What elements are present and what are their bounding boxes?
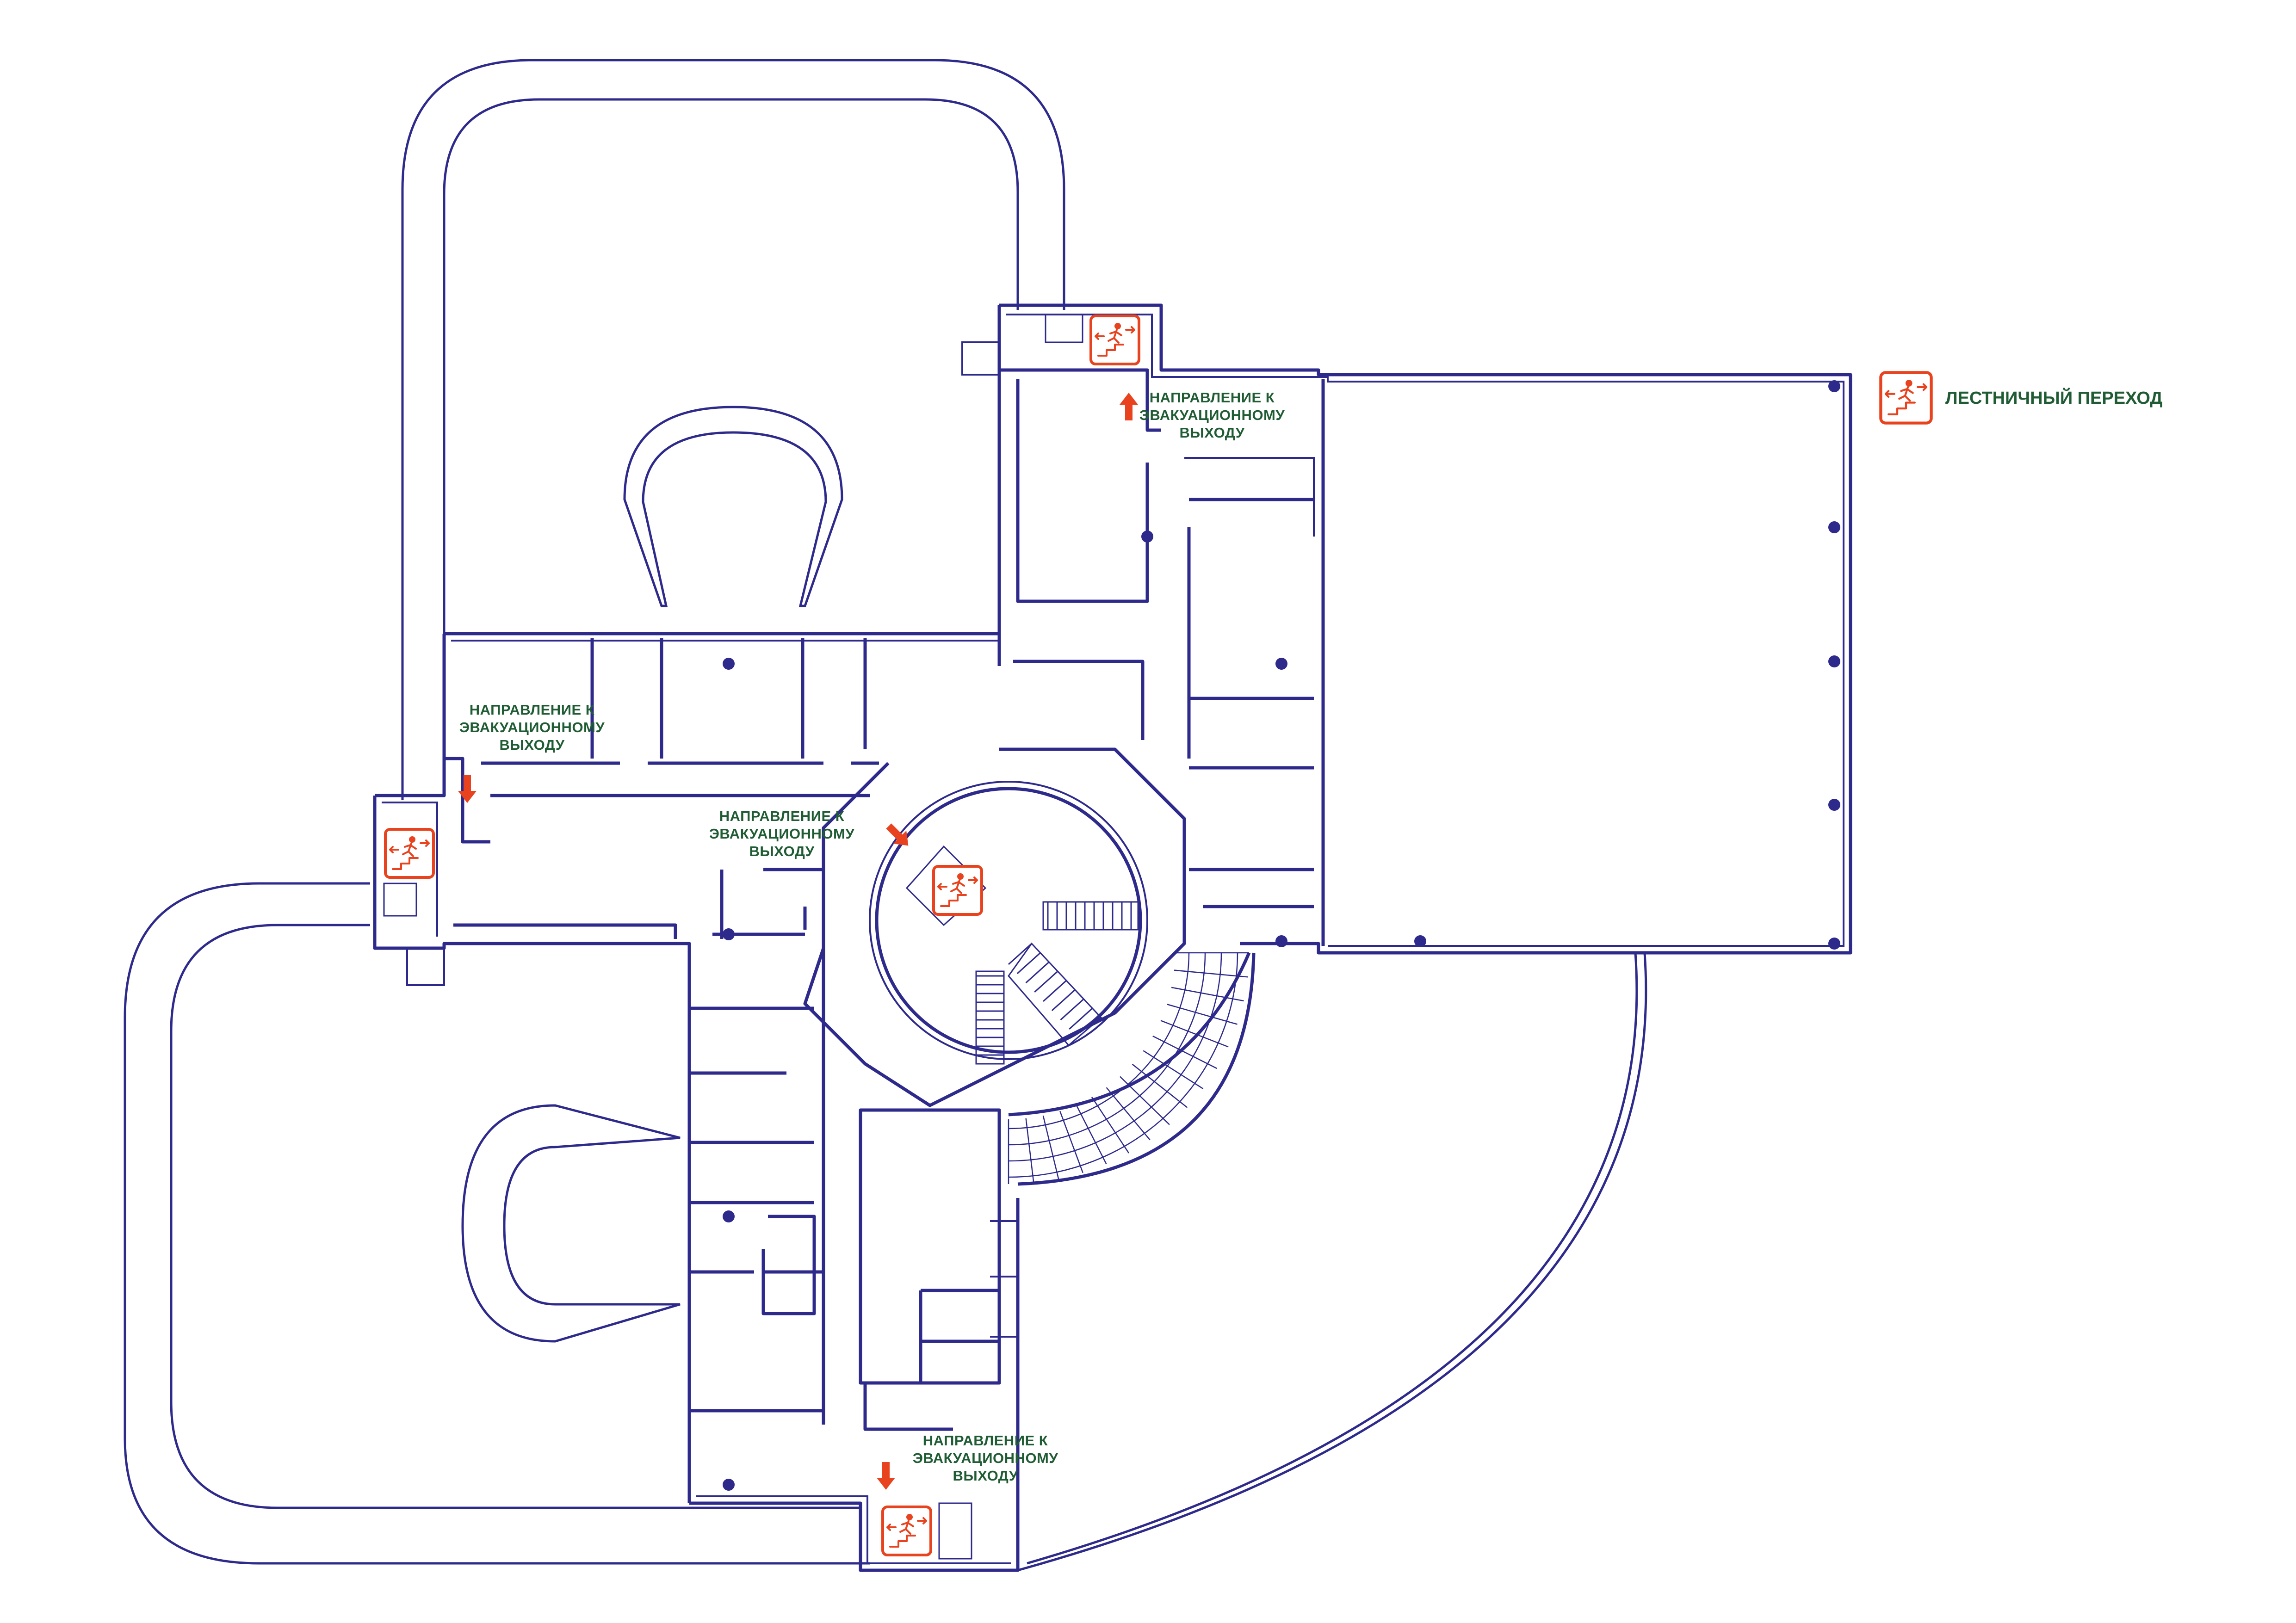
svg-text:ЭВАКУАЦИОННОМУ: ЭВАКУАЦИОННОМУ [1139,407,1285,423]
arrow-down-icon [877,1462,895,1490]
arrow-down-icon [458,775,477,803]
exit-direction-label-south: НАПРАВЛЕНИЕ К ЭВАКУАЦИОННОМУ ВЫХОДУ [913,1432,1058,1484]
svg-text:ЭВАКУАЦИОННОМУ: ЭВАКУАЦИОННОМУ [709,826,855,842]
svg-text:ЭВАКУАЦИОННОМУ: ЭВАКУАЦИОННОМУ [913,1450,1058,1466]
legend-label: ЛЕСТНИЧНЫЙ ПЕРЕХОД [1945,387,2163,408]
stair-transition-icon [883,1507,931,1555]
upper-terrace [401,59,1065,800]
svg-text:НАПРАВЛЕНИЕ К: НАПРАВЛЕНИЕ К [923,1432,1048,1449]
svg-text:ВЫХОДУ: ВЫХОДУ [953,1468,1018,1484]
exit-direction-label-west: НАПРАВЛЕНИЕ К ЭВАКУАЦИОННОМУ ВЫХОДУ [459,702,605,753]
stair-core-west [383,882,445,986]
svg-text:НАПРАВЛЕНИЕ К: НАПРАВЛЕНИЕ К [470,702,594,718]
stair-transition-icon [385,829,433,877]
stair-transition-icon [1881,372,1931,423]
legend: ЛЕСТНИЧНЫЙ ПЕРЕХОД [1881,372,2163,423]
svg-text:ВЫХОДУ: ВЫХОДУ [749,843,814,859]
stair-transition-icon [934,866,982,914]
stair-treads [976,902,1132,1056]
right-curved-terrace [1017,952,1647,1572]
stair-core-north [961,303,1163,376]
svg-text:ВЫХОДУ: ВЫХОДУ [1179,425,1244,441]
arrow-up-icon [1120,393,1138,420]
lower-terrace [124,882,870,1565]
central-rotunda [803,747,1186,1107]
stair-core-south [938,1502,972,1560]
exit-direction-label-center: НАПРАВЛЕНИЕ К ЭВАКУАЦИОННОМУ ВЫХОДУ [709,808,855,859]
svg-text:ВЫХОДУ: ВЫХОДУ [499,737,564,753]
building-walls [373,303,1852,1572]
stair-transition-icon [1091,316,1139,364]
svg-text:НАПРАВЛЕНИЕ К: НАПРАВЛЕНИЕ К [719,808,844,824]
columns [723,380,1840,1491]
svg-text:НАПРАВЛЕНИЕ К: НАПРАВЛЕНИЕ К [1150,389,1275,406]
glazed-gallery [1008,952,1256,1186]
svg-text:ЭВАКУАЦИОННОМУ: ЭВАКУАЦИОННОМУ [459,719,605,735]
exit-direction-label-north: НАПРАВЛЕНИЕ К ЭВАКУАЦИОННОМУ ВЫХОДУ [1139,389,1285,441]
